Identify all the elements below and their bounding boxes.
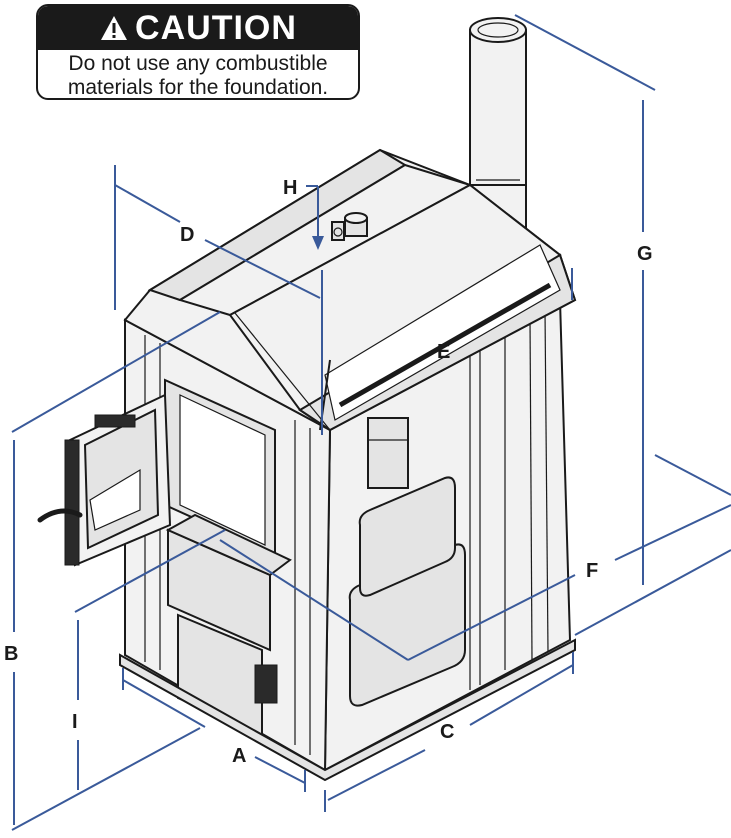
roof-vent-cap (331, 212, 368, 241)
dimension-label-b: B (4, 643, 18, 665)
furnace-roof (123, 148, 577, 432)
caution-title: CAUTION (135, 8, 297, 47)
dimension-label-d: D (180, 224, 194, 246)
caution-message: Do not use any combustible materials for… (38, 50, 358, 99)
dimension-label-h: H (283, 177, 297, 199)
dimension-lines (11, 14, 731, 831)
caution-header: CAUTION (38, 6, 358, 50)
dimension-label-i: I (72, 711, 78, 733)
dimension-label-a: A (232, 745, 246, 767)
dimension-label-e: E (437, 341, 450, 363)
dimension-label-g: G (637, 243, 653, 265)
loading-door (37, 393, 172, 567)
caution-message-line-1: Do not use any combustible (68, 52, 328, 75)
caution-message-line-2: materials for the foundation. (67, 76, 329, 99)
furnace-right-side (323, 298, 572, 772)
warning-triangle-icon (101, 16, 128, 40)
furnace-base (119, 638, 576, 782)
dimension-label-c: C (440, 721, 454, 743)
caution-label: CAUTION Do not use any combustible mater… (36, 4, 360, 100)
dimension-label-f: F (586, 560, 598, 582)
